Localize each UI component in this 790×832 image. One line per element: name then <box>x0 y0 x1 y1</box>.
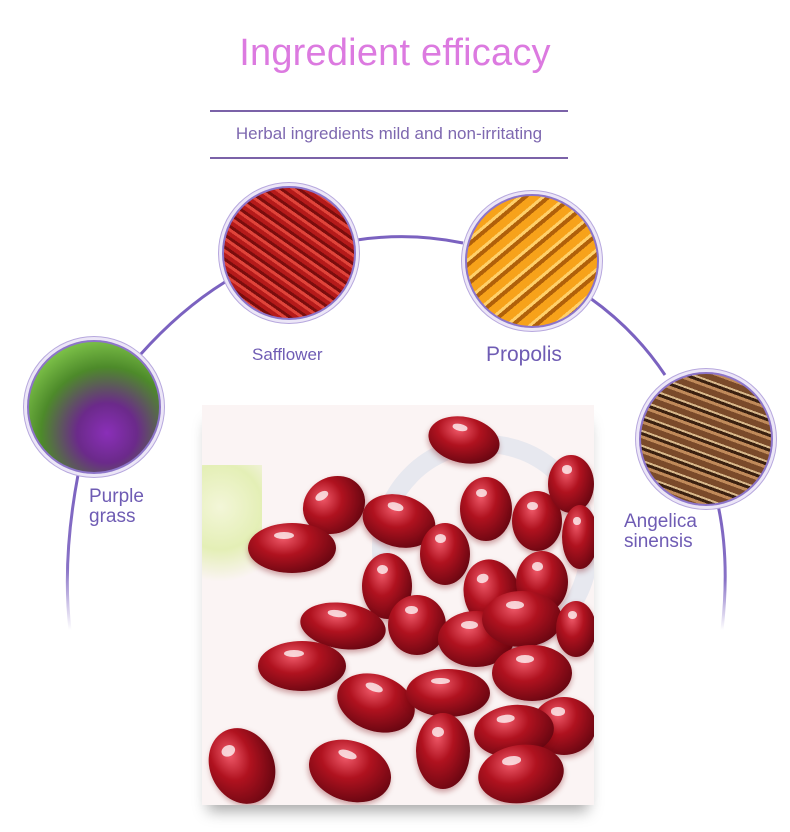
bottom-divider <box>210 157 568 159</box>
page-title: Ingredient efficacy <box>239 32 551 74</box>
label-line: Purple <box>89 486 144 507</box>
purple-grass-image <box>27 340 161 474</box>
label-line: grass <box>89 505 136 527</box>
label-line: sinensis <box>624 530 693 552</box>
label-line: Angelica <box>624 511 697 532</box>
safflower-label: Safflower <box>252 345 323 364</box>
white-flowers <box>202 465 262 605</box>
angelica-sinensis-image <box>639 372 773 506</box>
safflower-image <box>222 186 356 320</box>
angelica-sinensis-label: Angelica sinensis <box>624 512 697 552</box>
purple-grass-label: Purple grass <box>89 487 144 527</box>
page-subtitle: Herbal ingredients mild and non-irritati… <box>235 124 543 143</box>
softgel-capsules-image <box>202 405 594 805</box>
top-divider <box>210 110 568 112</box>
propolis-label: Propolis <box>486 343 562 366</box>
propolis-image <box>465 194 599 328</box>
